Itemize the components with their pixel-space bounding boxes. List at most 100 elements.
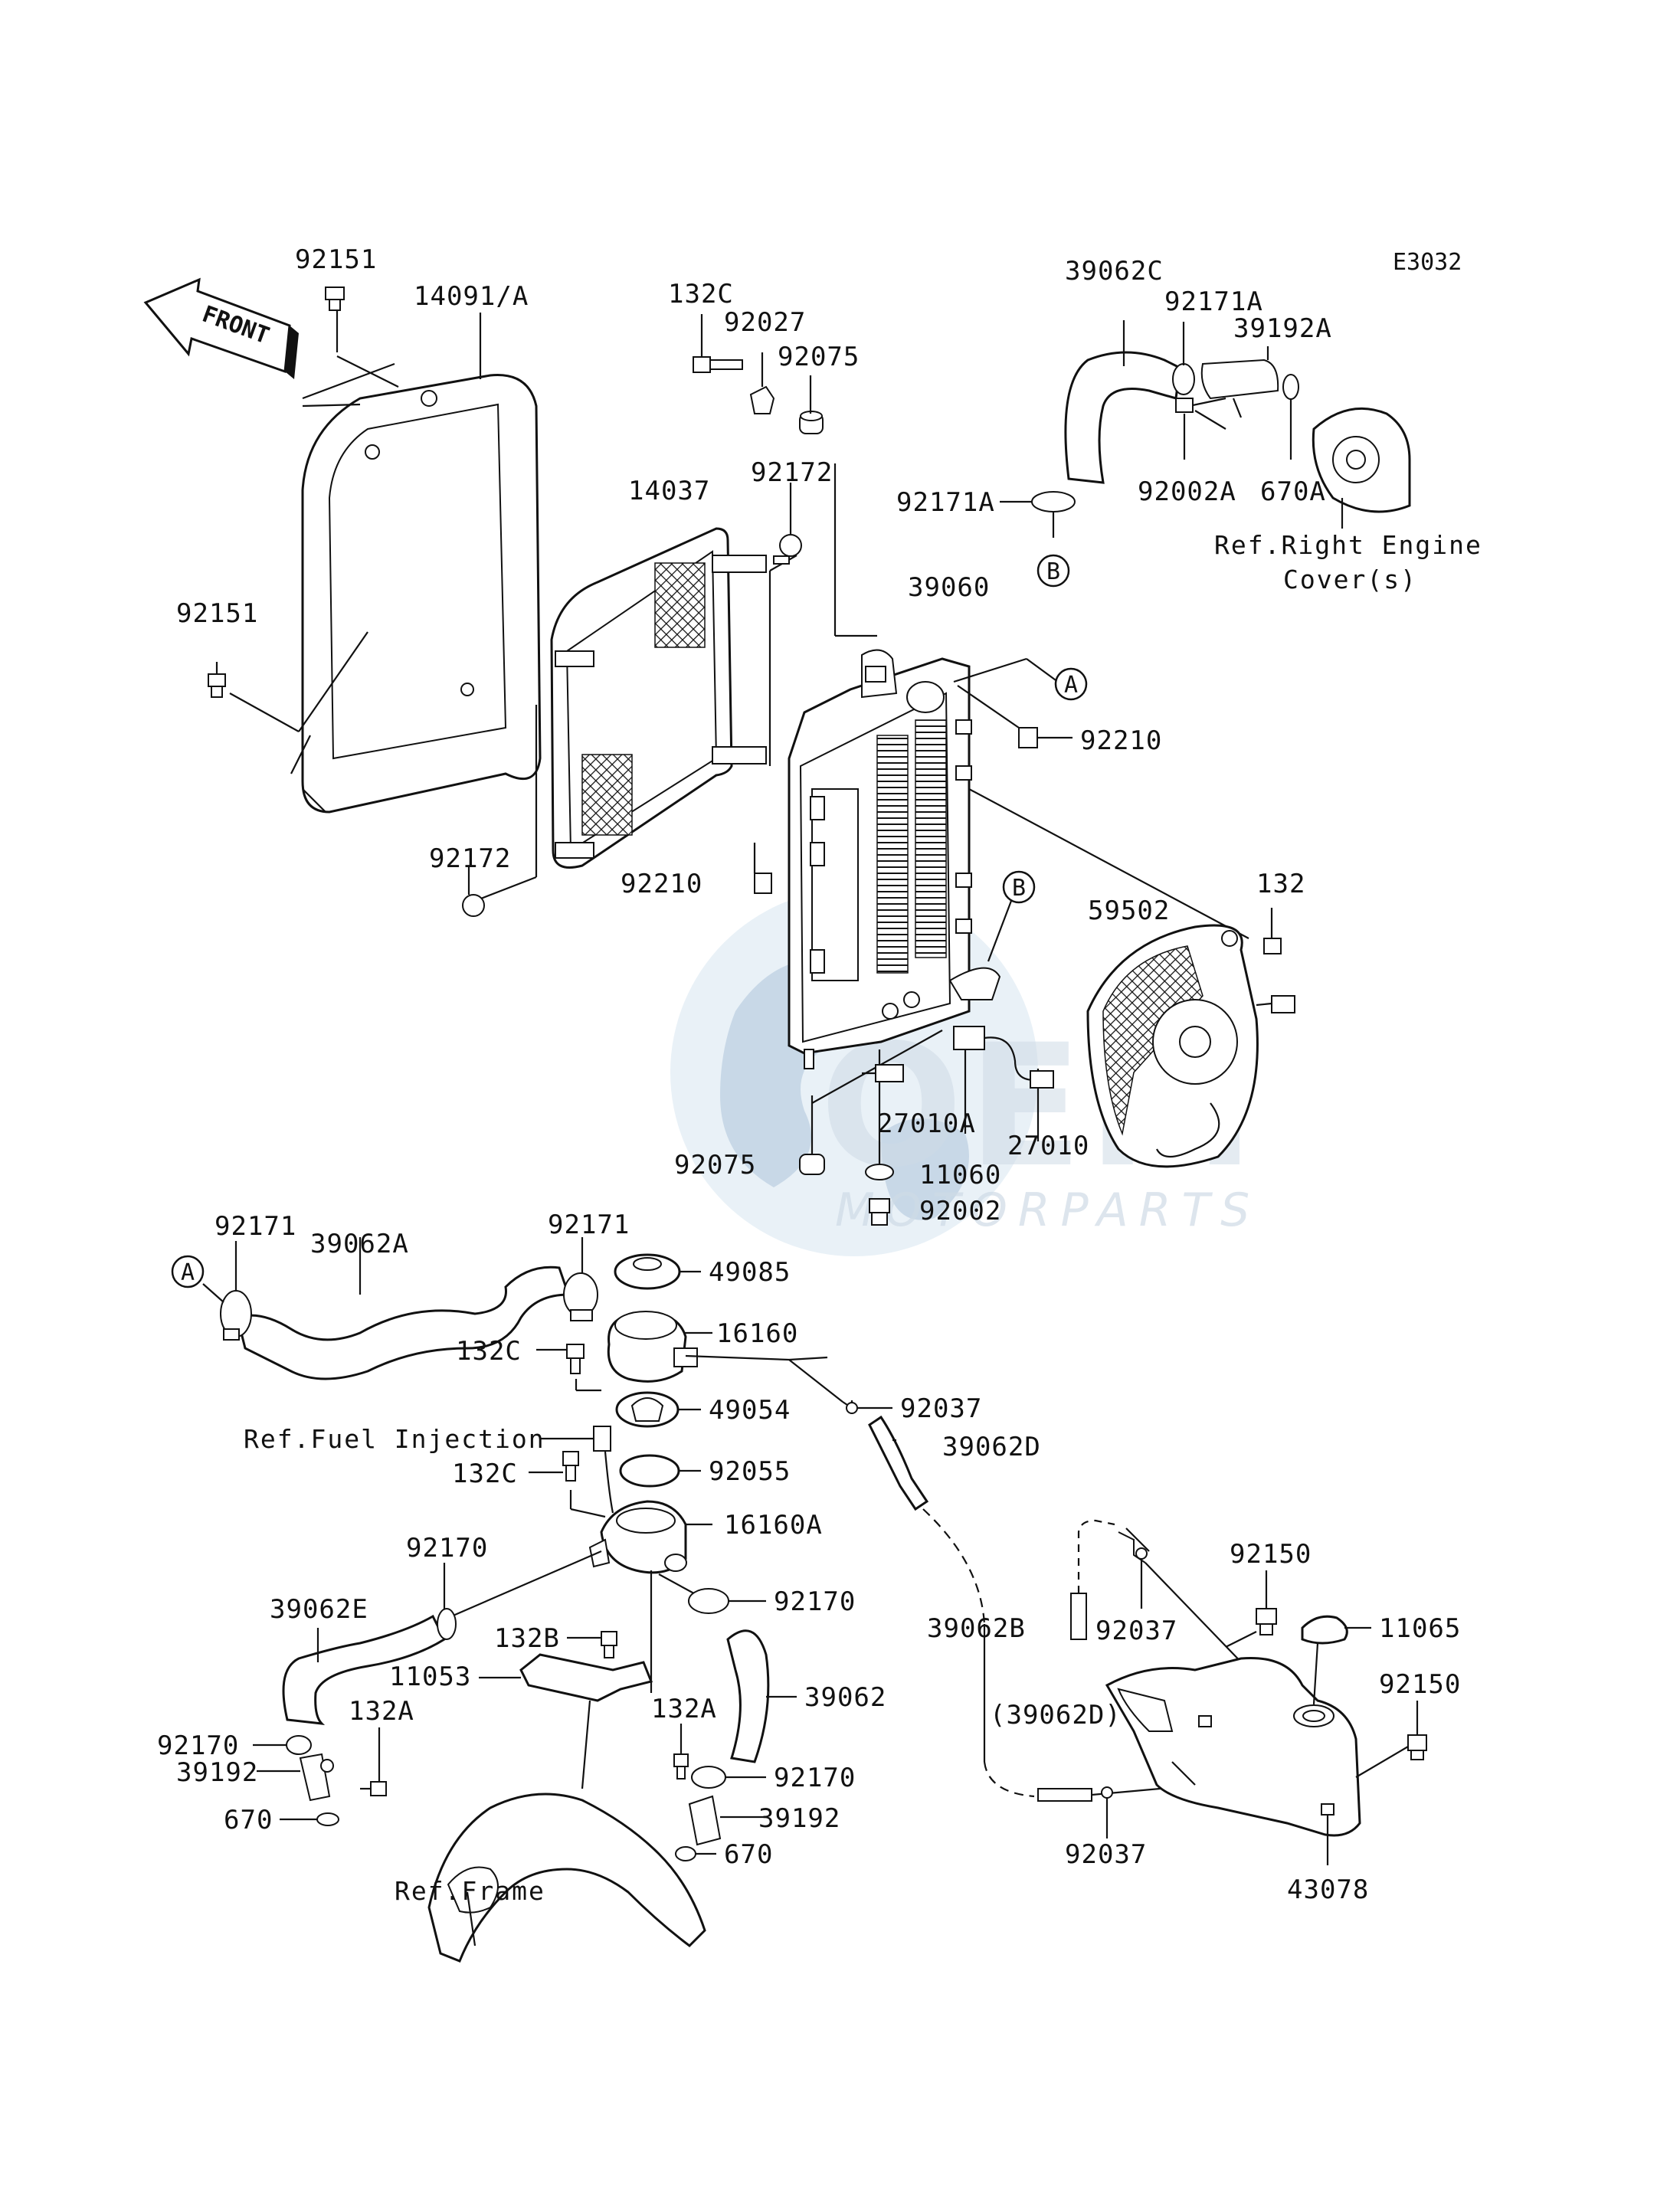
radiator-screen xyxy=(550,527,767,869)
svg-text:A: A xyxy=(181,1259,195,1286)
radiator-cap-49085-icon xyxy=(614,1253,681,1290)
label-14091a: 14091/A xyxy=(414,281,529,312)
label-92002a: 92002A xyxy=(1138,476,1236,507)
thermostat-housing-16160 xyxy=(607,1311,698,1383)
bolt-132-icon xyxy=(1263,938,1282,954)
clamp-92037-bottom-icon xyxy=(1101,1786,1113,1799)
grommet-92075-top-icon xyxy=(799,411,824,434)
bolt-132a-left-icon xyxy=(360,1781,387,1796)
label-92210-left: 92210 xyxy=(621,869,702,899)
label-92027: 92027 xyxy=(724,307,806,338)
hose-39062c xyxy=(1064,351,1181,484)
frame-ref xyxy=(427,1793,706,1963)
label-92210-right: 92210 xyxy=(1080,725,1162,756)
label-39062e: 39062E xyxy=(270,1594,368,1625)
bracket-11053-icon xyxy=(519,1653,653,1702)
label-132a-left: 132A xyxy=(349,1696,414,1727)
label-92150-right: 92150 xyxy=(1379,1669,1461,1700)
hose-39062d-icon xyxy=(868,1415,929,1511)
screw-92172-top-icon xyxy=(773,534,802,565)
label-132c-low: 132C xyxy=(452,1459,518,1489)
label-39192-mid: 39192 xyxy=(758,1803,840,1834)
screw-92172-bottom-icon xyxy=(462,894,485,917)
thermostat-49054-icon xyxy=(615,1391,680,1428)
bolt-92151-top-icon xyxy=(325,286,345,311)
part-labels: 92151 14091/A 132C 92027 92075 39062C 92… xyxy=(157,244,1481,1906)
hose-39062 xyxy=(726,1629,770,1763)
clamp-92171-mid-icon xyxy=(563,1272,598,1321)
clamp-92170-a-icon xyxy=(437,1608,457,1640)
label-92002: 92002 xyxy=(919,1196,1001,1226)
label-92055: 92055 xyxy=(709,1456,791,1487)
cooling-fan xyxy=(1086,924,1295,1168)
clamp-92171a-top-icon xyxy=(1172,363,1195,395)
callout-a-bottom: A xyxy=(171,1255,205,1288)
ref-frame: Ref.Frame xyxy=(395,1876,545,1906)
label-11053: 11053 xyxy=(389,1662,471,1692)
label-670-mid: 670 xyxy=(724,1839,773,1870)
watermark-globe-land-icon xyxy=(720,959,969,1220)
cap-11065-icon xyxy=(1301,1615,1348,1645)
hose-39062d-paren-icon xyxy=(1037,1788,1092,1802)
label-92171a-left: 92171A xyxy=(896,487,995,518)
housing-16160a xyxy=(588,1500,687,1574)
pipe-39192a-icon xyxy=(1200,359,1279,418)
front-arrow-icon: FRONT xyxy=(143,277,299,379)
hose-39062b-icon xyxy=(1070,1593,1087,1640)
grommet-92075-bottom-icon xyxy=(799,1154,825,1175)
label-92170-c: 92170 xyxy=(157,1730,239,1761)
pipe-39192-left-icon xyxy=(299,1753,334,1802)
label-132c-mid: 132C xyxy=(456,1336,522,1367)
bolt-132c-low-icon xyxy=(562,1451,579,1482)
pipe-39192-mid-icon xyxy=(688,1795,722,1846)
label-92170-a: 92170 xyxy=(406,1533,488,1563)
clip-92210-right-icon xyxy=(1018,727,1038,748)
plug-92002-icon xyxy=(869,1198,890,1226)
label-670-left: 670 xyxy=(224,1805,273,1835)
label-92150-top: 92150 xyxy=(1230,1539,1312,1570)
radiator-shroud xyxy=(301,374,542,814)
ref-fuel-injection: Ref.Fuel Injection xyxy=(244,1424,545,1454)
label-14037: 14037 xyxy=(628,476,710,506)
label-27010: 27010 xyxy=(1007,1131,1089,1161)
sensor-27010a-icon xyxy=(862,1064,904,1082)
label-59502: 59502 xyxy=(1088,895,1170,926)
sensor-27010-icon xyxy=(953,1026,1054,1089)
oring-670a-icon xyxy=(1282,374,1299,400)
oring-92055-icon xyxy=(619,1454,680,1488)
svg-text:B: B xyxy=(1012,875,1026,902)
watermark-sub-text: MOTORPARTS xyxy=(835,1184,1260,1237)
washer-11060-icon xyxy=(865,1164,894,1180)
hose-39062e xyxy=(282,1614,446,1725)
clip-92210-left-icon xyxy=(754,873,772,894)
ref-right-engine-cover-line2: Cover(s) xyxy=(1283,565,1417,594)
label-92172-top: 92172 xyxy=(751,457,833,488)
label-11060: 11060 xyxy=(919,1160,1001,1190)
svg-text:B: B xyxy=(1046,558,1060,585)
diagram-code: E3032 xyxy=(1393,249,1462,276)
label-49085: 49085 xyxy=(709,1257,791,1288)
label-92171a-top: 92171A xyxy=(1164,286,1263,317)
callout-b-mid: B xyxy=(1002,870,1036,904)
clamp-92170-b-icon xyxy=(688,1588,729,1614)
nut-92027-icon xyxy=(749,385,775,414)
label-132c-top: 132C xyxy=(668,279,734,309)
clamp-92171-left-icon xyxy=(220,1290,252,1341)
bolt-92150-right-icon xyxy=(1407,1734,1427,1760)
callout-b-top: B xyxy=(1036,554,1070,588)
label-16160: 16160 xyxy=(716,1318,798,1349)
label-92170-b: 92170 xyxy=(774,1586,856,1617)
label-92037-bottom: 92037 xyxy=(1065,1839,1147,1870)
label-27010a: 27010A xyxy=(877,1108,976,1139)
clamp-92171a-left-icon xyxy=(1031,491,1076,512)
label-39062c: 39062C xyxy=(1065,256,1164,286)
label-39062d: 39062D xyxy=(942,1432,1041,1462)
label-16160a: 16160A xyxy=(724,1510,823,1541)
label-11065: 11065 xyxy=(1379,1613,1461,1644)
clamp-92170-d-icon xyxy=(691,1766,726,1789)
label-132: 132 xyxy=(1256,869,1305,899)
label-49054: 49054 xyxy=(709,1395,791,1426)
label-670a: 670A xyxy=(1260,476,1326,507)
label-92075-top: 92075 xyxy=(778,342,860,372)
